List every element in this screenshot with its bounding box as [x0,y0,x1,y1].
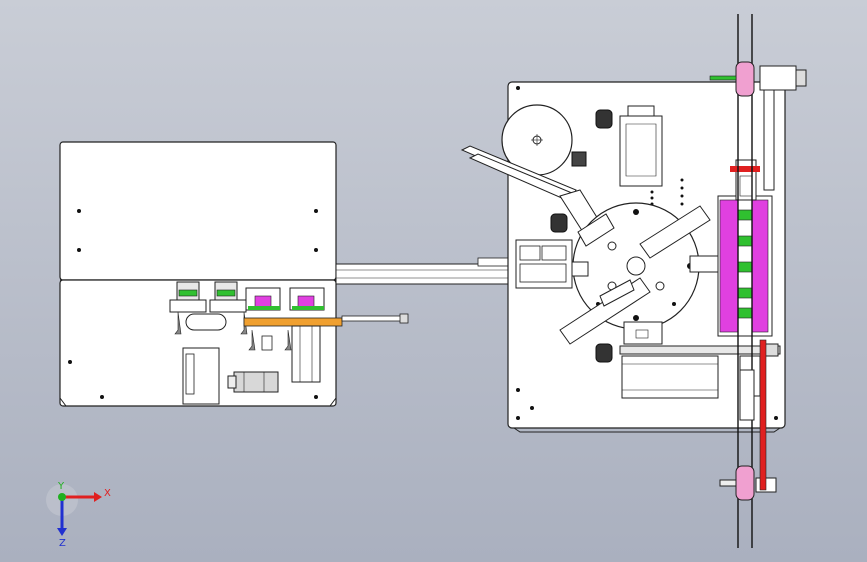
left-station [515,239,589,289]
y-axis-label: Y [57,481,65,492]
left-mounting-holes [68,209,318,399]
vertical-belt [709,14,807,548]
x-axis-label: X [104,488,111,499]
left-upper-plate [59,141,337,281]
vision-box [619,105,684,212]
left-machine-unit [59,141,409,407]
vertical-guide [291,325,321,383]
radial-arms [559,205,711,345]
orange-rail [243,317,343,327]
z-axis-label: Z [59,538,66,549]
coordinate-triad: X Y Z [46,481,111,549]
connecting-beam [335,257,515,285]
side-conveyor [689,159,773,337]
right-machine-unit [460,14,807,548]
z-axis-head [57,528,67,536]
slot-cutout [185,313,227,331]
y-axis-dot [58,493,66,501]
magenta-jigs [245,287,325,311]
motor [227,371,279,393]
gripper-heads [169,281,248,335]
x-axis-head [94,492,102,502]
cylinder-rod [341,315,403,322]
